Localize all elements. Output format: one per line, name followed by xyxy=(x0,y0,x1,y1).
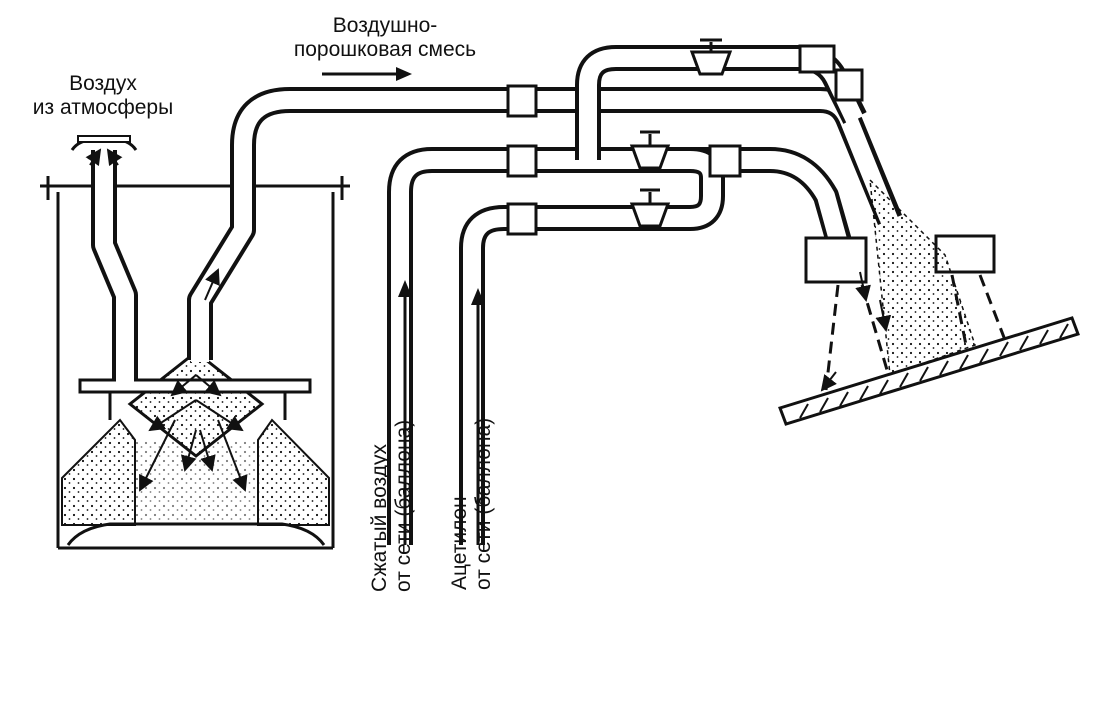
compressed-air-line xyxy=(387,147,853,547)
workpiece xyxy=(778,316,1080,426)
flow-arrows-in-feeder xyxy=(85,148,248,492)
air-from-atmosphere-line1: Воздух xyxy=(69,72,137,95)
feeder-plate xyxy=(78,378,312,420)
compressed-air-line1: Сжатый воздух xyxy=(368,444,391,592)
mixture-direction-arrow xyxy=(322,67,412,81)
spray-plume xyxy=(820,177,976,392)
acetylene-line2: от сети (баллона) xyxy=(472,417,495,590)
valve-icon xyxy=(629,188,671,228)
acetylene-line xyxy=(459,147,725,547)
valve-icon xyxy=(629,130,671,170)
compressed-air-line2: от сети (баллона) xyxy=(392,419,415,592)
mixture-outlet-pipe xyxy=(187,87,652,362)
mixture-line1: Воздушно- xyxy=(332,14,438,37)
mixture-label: Воздушно- порошковая смесь xyxy=(255,14,515,62)
air-from-atmosphere-line2: из атмосферы xyxy=(32,96,174,119)
powder-heap xyxy=(61,350,330,526)
pipe-couplings xyxy=(506,44,864,236)
compressed-air-label: Сжатый воздух от сети (баллона) xyxy=(368,420,416,592)
air-intake-pipe xyxy=(70,135,138,382)
acetylene-line1: Ацетилен xyxy=(448,496,471,590)
air-from-atmosphere-label: Воздух из атмосферы xyxy=(8,72,198,120)
acetylene-label: Ацетилен от сети (баллона) xyxy=(448,418,496,590)
valve-icon xyxy=(689,38,733,76)
mixture-line2: порошковая смесь xyxy=(293,38,477,61)
